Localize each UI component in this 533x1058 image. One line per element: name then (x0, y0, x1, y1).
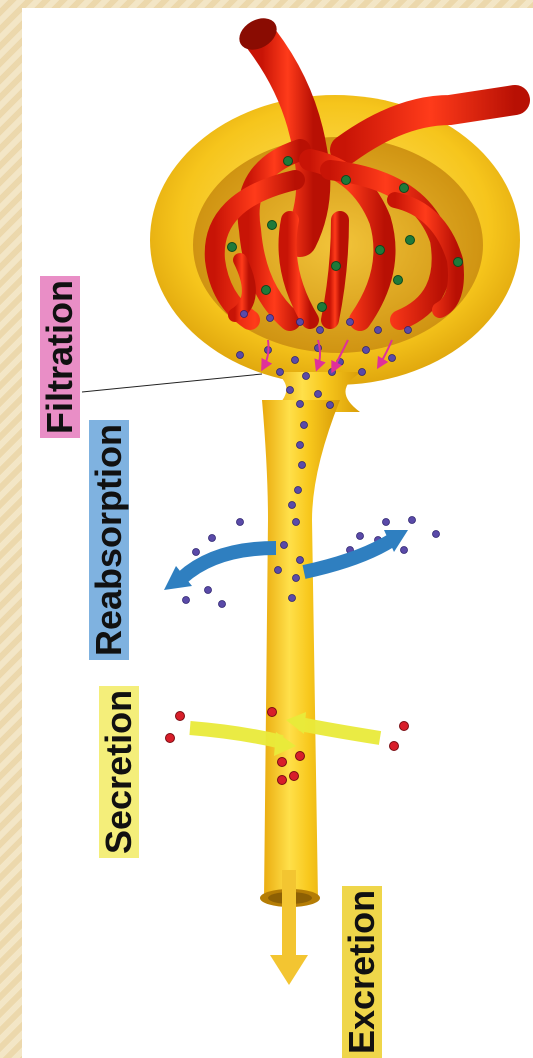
filtration-label: Filtration (40, 276, 80, 438)
excretion-label: Excretion (342, 886, 382, 1058)
filtration-leader-line (82, 374, 262, 392)
secretion-label: Secretion (99, 686, 139, 858)
reabsorption-label: Reabsorption (89, 420, 129, 660)
renal-tubule (260, 400, 340, 907)
